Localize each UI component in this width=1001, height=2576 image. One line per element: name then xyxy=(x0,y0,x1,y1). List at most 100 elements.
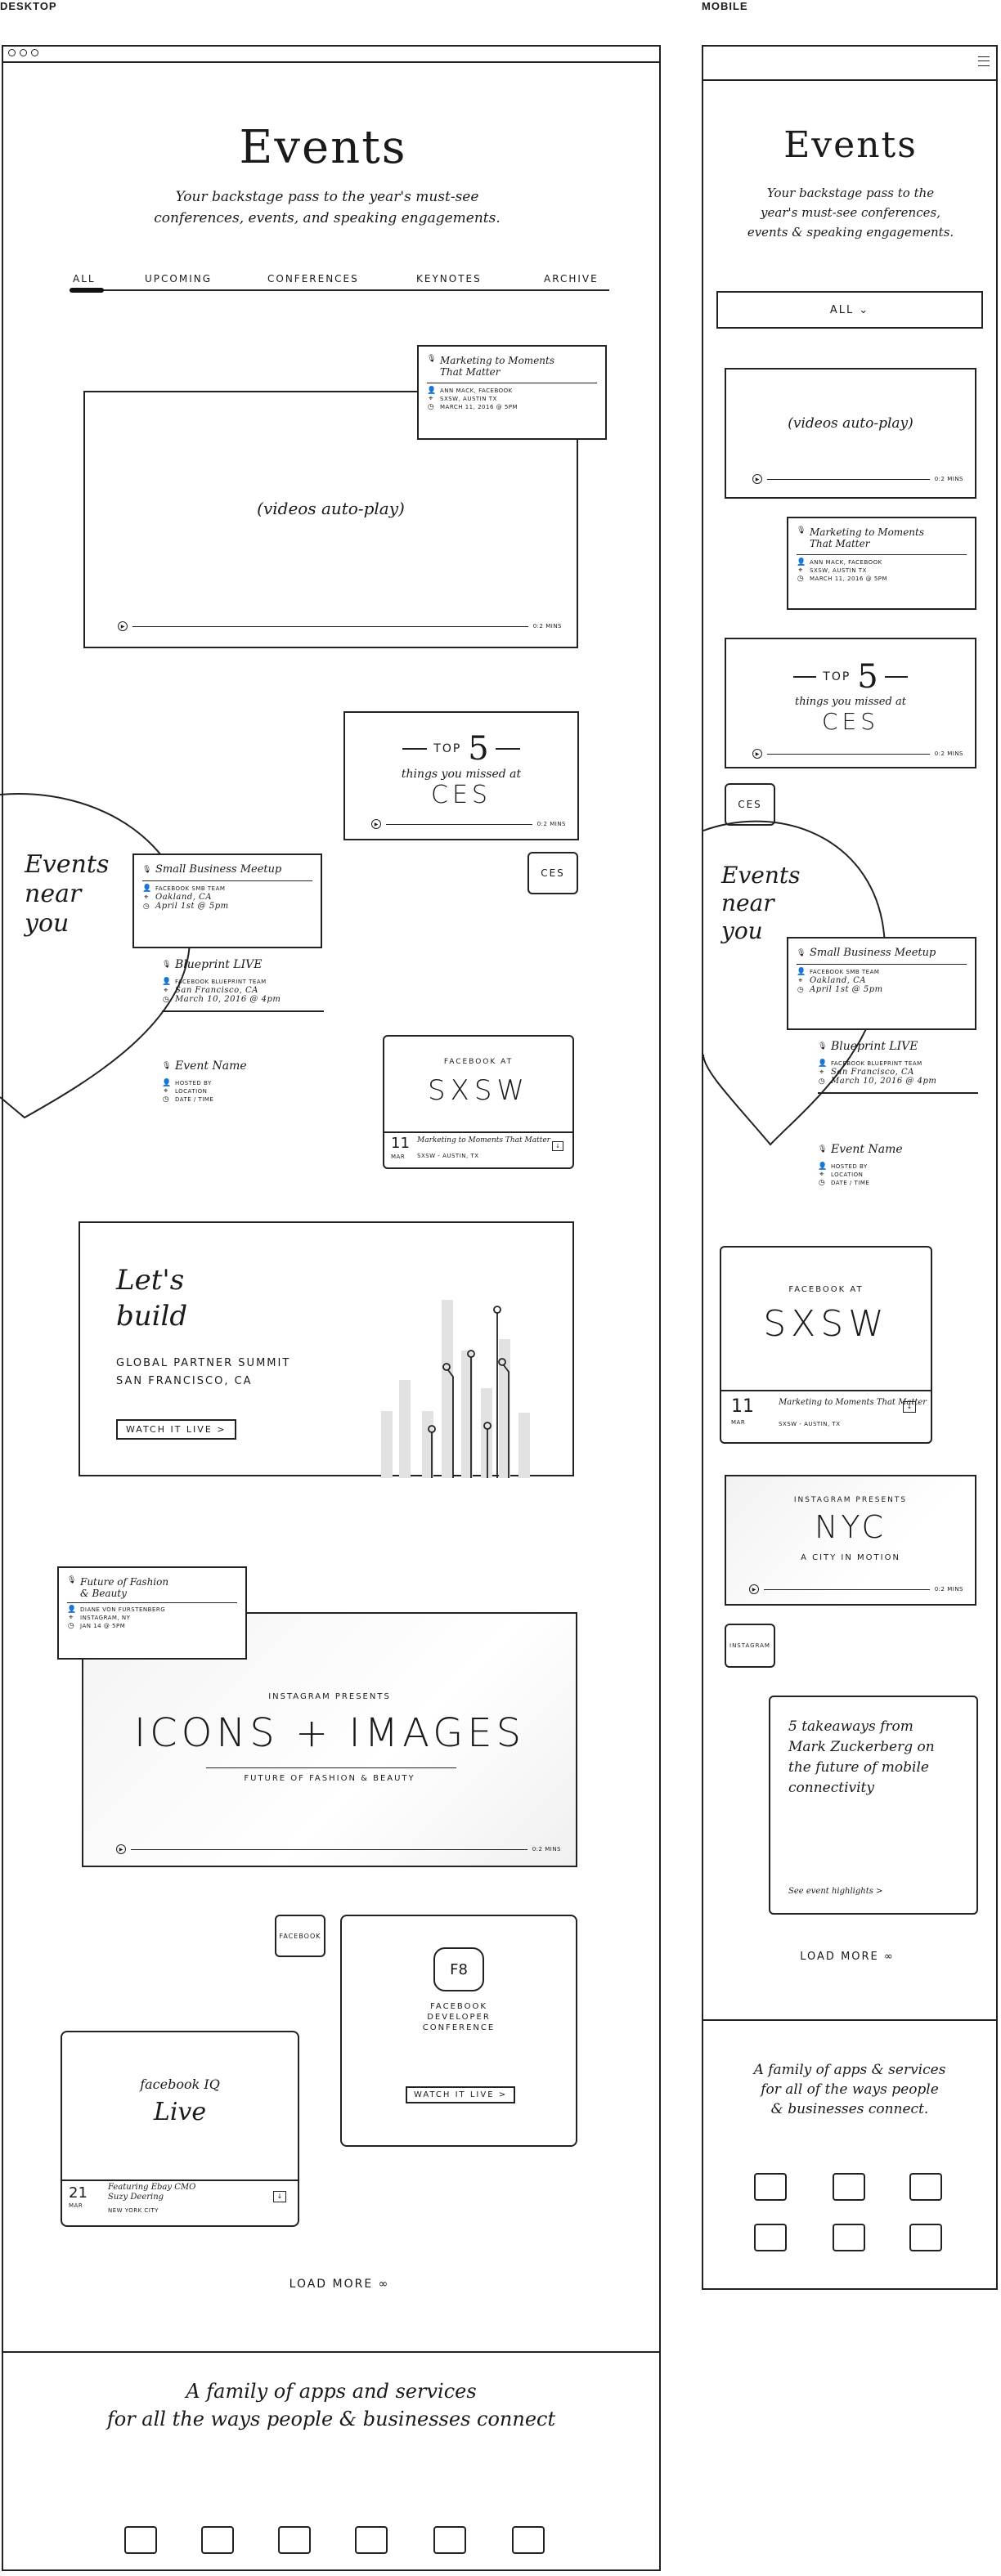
top5-ces-card[interactable]: TOP 5 things you missed at CES ▶ 0:2 min… xyxy=(343,711,579,840)
mobile-near-event-card[interactable]: 🎙Small Business Meetup 👤FACEBOOK SMB TEA… xyxy=(787,937,976,1030)
watch-live-button[interactable]: WATCH IT LIVE > xyxy=(116,1419,236,1440)
app-icon[interactable] xyxy=(201,2526,234,2554)
video-progress[interactable]: ▶ 0:2 mins xyxy=(752,474,963,484)
tab-all[interactable]: ALL xyxy=(73,273,96,284)
add-calendar-icon[interactable]: ↓ xyxy=(903,1401,916,1413)
mobile-featured-video[interactable]: (videos auto-play) ▶ 0:2 mins xyxy=(725,368,976,499)
play-icon[interactable]: ▶ xyxy=(752,749,762,759)
sxsw-title: Marketing to Moments That Matter xyxy=(779,1398,927,1407)
app-icon[interactable] xyxy=(909,2173,942,2201)
play-icon[interactable]: ▶ xyxy=(749,1584,759,1594)
subtitle-line: Your backstage pass to the xyxy=(766,186,935,200)
window-dot-icon xyxy=(8,49,16,56)
sxsw-month: MAR xyxy=(391,1154,406,1160)
sxsw-card[interactable]: FACEBOOK AT SXSW 11 MAR Marketing to Mom… xyxy=(383,1035,574,1169)
tab-keynotes[interactable]: KEYNOTES xyxy=(416,273,482,284)
video-duration: 0:2 mins xyxy=(934,1586,963,1593)
ces-tag[interactable]: CES xyxy=(527,852,578,894)
event-host: HOSTED BY xyxy=(831,1163,868,1170)
mobile-ces-tag[interactable]: CES xyxy=(725,783,775,826)
add-calendar-icon[interactable]: ↓ xyxy=(552,1141,563,1151)
app-icon[interactable] xyxy=(512,2526,545,2554)
sxsw-month: MAR xyxy=(731,1419,746,1426)
mobile-sxsw-card[interactable]: FACEBOOK AT SXSW 11 MAR Marketing to Mom… xyxy=(720,1246,932,1444)
event-title: That Matter xyxy=(440,366,500,378)
fbiq-card[interactable]: facebook IQ Live 21 MAR Featuring Ebay C… xyxy=(61,2031,299,2227)
app-icon[interactable] xyxy=(124,2526,157,2554)
mic-icon: 🎙 xyxy=(818,1145,828,1154)
f8-title: FACEBOOK DEVELOPER CONFERENCE xyxy=(342,2001,576,2033)
near-event-item[interactable]: 🎙Event Name 👤HOSTED BY ⌖LOCATION ◷DATE /… xyxy=(162,1060,324,1104)
top5-event: CES xyxy=(431,780,492,809)
mobile-instagram-tag[interactable]: INSTAGRAM xyxy=(725,1624,775,1668)
divider xyxy=(721,1390,931,1391)
app-icon[interactable] xyxy=(754,2224,787,2251)
app-icon[interactable] xyxy=(278,2526,311,2554)
mobile-near-event-item[interactable]: 🎙Blueprint LIVE 👤FACEBOOK BLUEPRINT TEAM… xyxy=(818,1040,978,1094)
event-host: FACEBOOK SMB TEAM xyxy=(155,885,226,892)
mic-icon: 🎙 xyxy=(818,1042,828,1051)
near-event-card[interactable]: 🎙Small Business Meetup 👤FACEBOOK SMB TEA… xyxy=(132,853,322,948)
mic-icon: 🎙 xyxy=(162,1062,172,1070)
clock-icon: ◷ xyxy=(818,1179,826,1187)
app-icon[interactable] xyxy=(833,2173,865,2201)
sxsw-where: SXSW - AUSTIN, TX xyxy=(779,1421,841,1427)
play-icon[interactable]: ▶ xyxy=(118,621,128,631)
f8-title-line: CONFERENCE xyxy=(422,2023,496,2032)
near-event-item[interactable]: 🎙Blueprint LIVE 👤FACEBOOK BLUEPRINT TEAM… xyxy=(162,958,324,1012)
lets-build-card[interactable]: Let's build GLOBAL PARTNER SUMMIT SAN FR… xyxy=(79,1221,574,1478)
video-progress[interactable]: ▶ 0:2 mins xyxy=(749,1584,963,1594)
progress-line xyxy=(764,1588,930,1590)
add-calendar-icon[interactable]: ↓ xyxy=(273,2191,286,2202)
video-placeholder: (videos auto-play) xyxy=(257,499,405,518)
facebook-tag[interactable]: FACEBOOK xyxy=(275,1915,325,1957)
location-pin-icon: ⌖ xyxy=(798,976,803,985)
facebook-tag-label: FACEBOOK xyxy=(279,1932,321,1940)
app-icon[interactable] xyxy=(833,2224,865,2251)
event-title: & Beauty xyxy=(80,1588,127,1599)
tab-upcoming[interactable]: UPCOMING xyxy=(145,273,213,284)
f8-card[interactable]: F8 FACEBOOK DEVELOPER CONFERENCE WATCH I… xyxy=(340,1915,577,2147)
tab-conferences[interactable]: CONFERENCES xyxy=(267,273,359,284)
divider xyxy=(206,1767,456,1768)
video-progress[interactable]: ▶ 0:2 mins xyxy=(752,749,963,759)
top5-line: things you missed at xyxy=(401,767,522,781)
event-card-fashion[interactable]: 🎙 Future of Fashion & Beauty 👤DIANE VON … xyxy=(57,1566,247,1660)
event-date: March 10, 2016 @ 4pm xyxy=(831,1077,937,1086)
event-card-moments[interactable]: 🎙 Marketing to Moments That Matter 👤ANN … xyxy=(417,345,607,440)
top5-event: CES xyxy=(821,708,879,735)
play-icon[interactable]: ▶ xyxy=(116,1844,126,1854)
sxsw-day: 11 xyxy=(391,1135,410,1152)
hamburger-menu-icon[interactable] xyxy=(978,56,990,66)
mobile-load-more-button[interactable]: LOAD MORE ∞ xyxy=(800,1951,895,1963)
app-icon[interactable] xyxy=(754,2173,787,2201)
video-progress[interactable]: ▶ 0:2 mins xyxy=(116,1844,561,1854)
mobile-near-event-item[interactable]: 🎙Event Name 👤HOSTED BY ⌖LOCATION ◷DATE /… xyxy=(818,1143,978,1187)
mobile-filter-dropdown[interactable]: ALL ⌄ xyxy=(716,291,983,329)
play-icon[interactable]: ▶ xyxy=(752,474,762,484)
sxsw-presenter: FACEBOOK AT xyxy=(788,1285,864,1294)
icons-images-video[interactable]: INSTAGRAM PRESENTS ICONS + IMAGES FUTURE… xyxy=(82,1612,577,1867)
icons-presenter: INSTAGRAM PRESENTS xyxy=(268,1692,391,1701)
load-more-button[interactable]: LOAD MORE ∞ xyxy=(289,2278,390,2291)
video-progress[interactable]: ▶ 0:2 mins xyxy=(371,819,566,829)
mobile-near-you-heading: Events near you xyxy=(721,862,800,945)
play-icon[interactable]: ▶ xyxy=(371,819,381,829)
mobile-nyc-video[interactable]: INSTAGRAM PRESENTS NYC A CITY IN MOTION … xyxy=(725,1475,976,1606)
app-icon[interactable] xyxy=(433,2526,466,2554)
f8-watch-live-button[interactable]: WATCH IT LIVE > xyxy=(406,2086,516,2103)
mobile-takeaways-card[interactable]: 5 takeaways from Mark Zuckerberg on the … xyxy=(769,1696,978,1915)
event-title: Future of Fashion xyxy=(80,1576,169,1588)
mobile-event-card-moments[interactable]: 🎙 Marketing to Moments That Matter 👤ANN … xyxy=(787,517,976,610)
top5-line: things you missed at xyxy=(795,696,906,708)
see-highlights-link[interactable]: See event highlights > xyxy=(788,1887,883,1896)
sxsw-presenter: FACEBOOK AT xyxy=(443,1058,514,1066)
fbiq-title: Featuring Ebay CMO xyxy=(108,2183,196,2192)
app-icon[interactable] xyxy=(355,2526,388,2554)
mobile-top5-ces-card[interactable]: TOP 5 things you missed at CES ▶ 0:2 min… xyxy=(725,638,976,768)
video-progress[interactable]: ▶ 0:2 mins xyxy=(118,621,562,631)
footer-tagline: A family of apps and services for all th… xyxy=(2,2377,661,2433)
tab-archive[interactable]: ARCHIVE xyxy=(544,273,599,284)
footer-line: for all the ways people & businesses con… xyxy=(106,2408,556,2430)
app-icon[interactable] xyxy=(909,2224,942,2251)
